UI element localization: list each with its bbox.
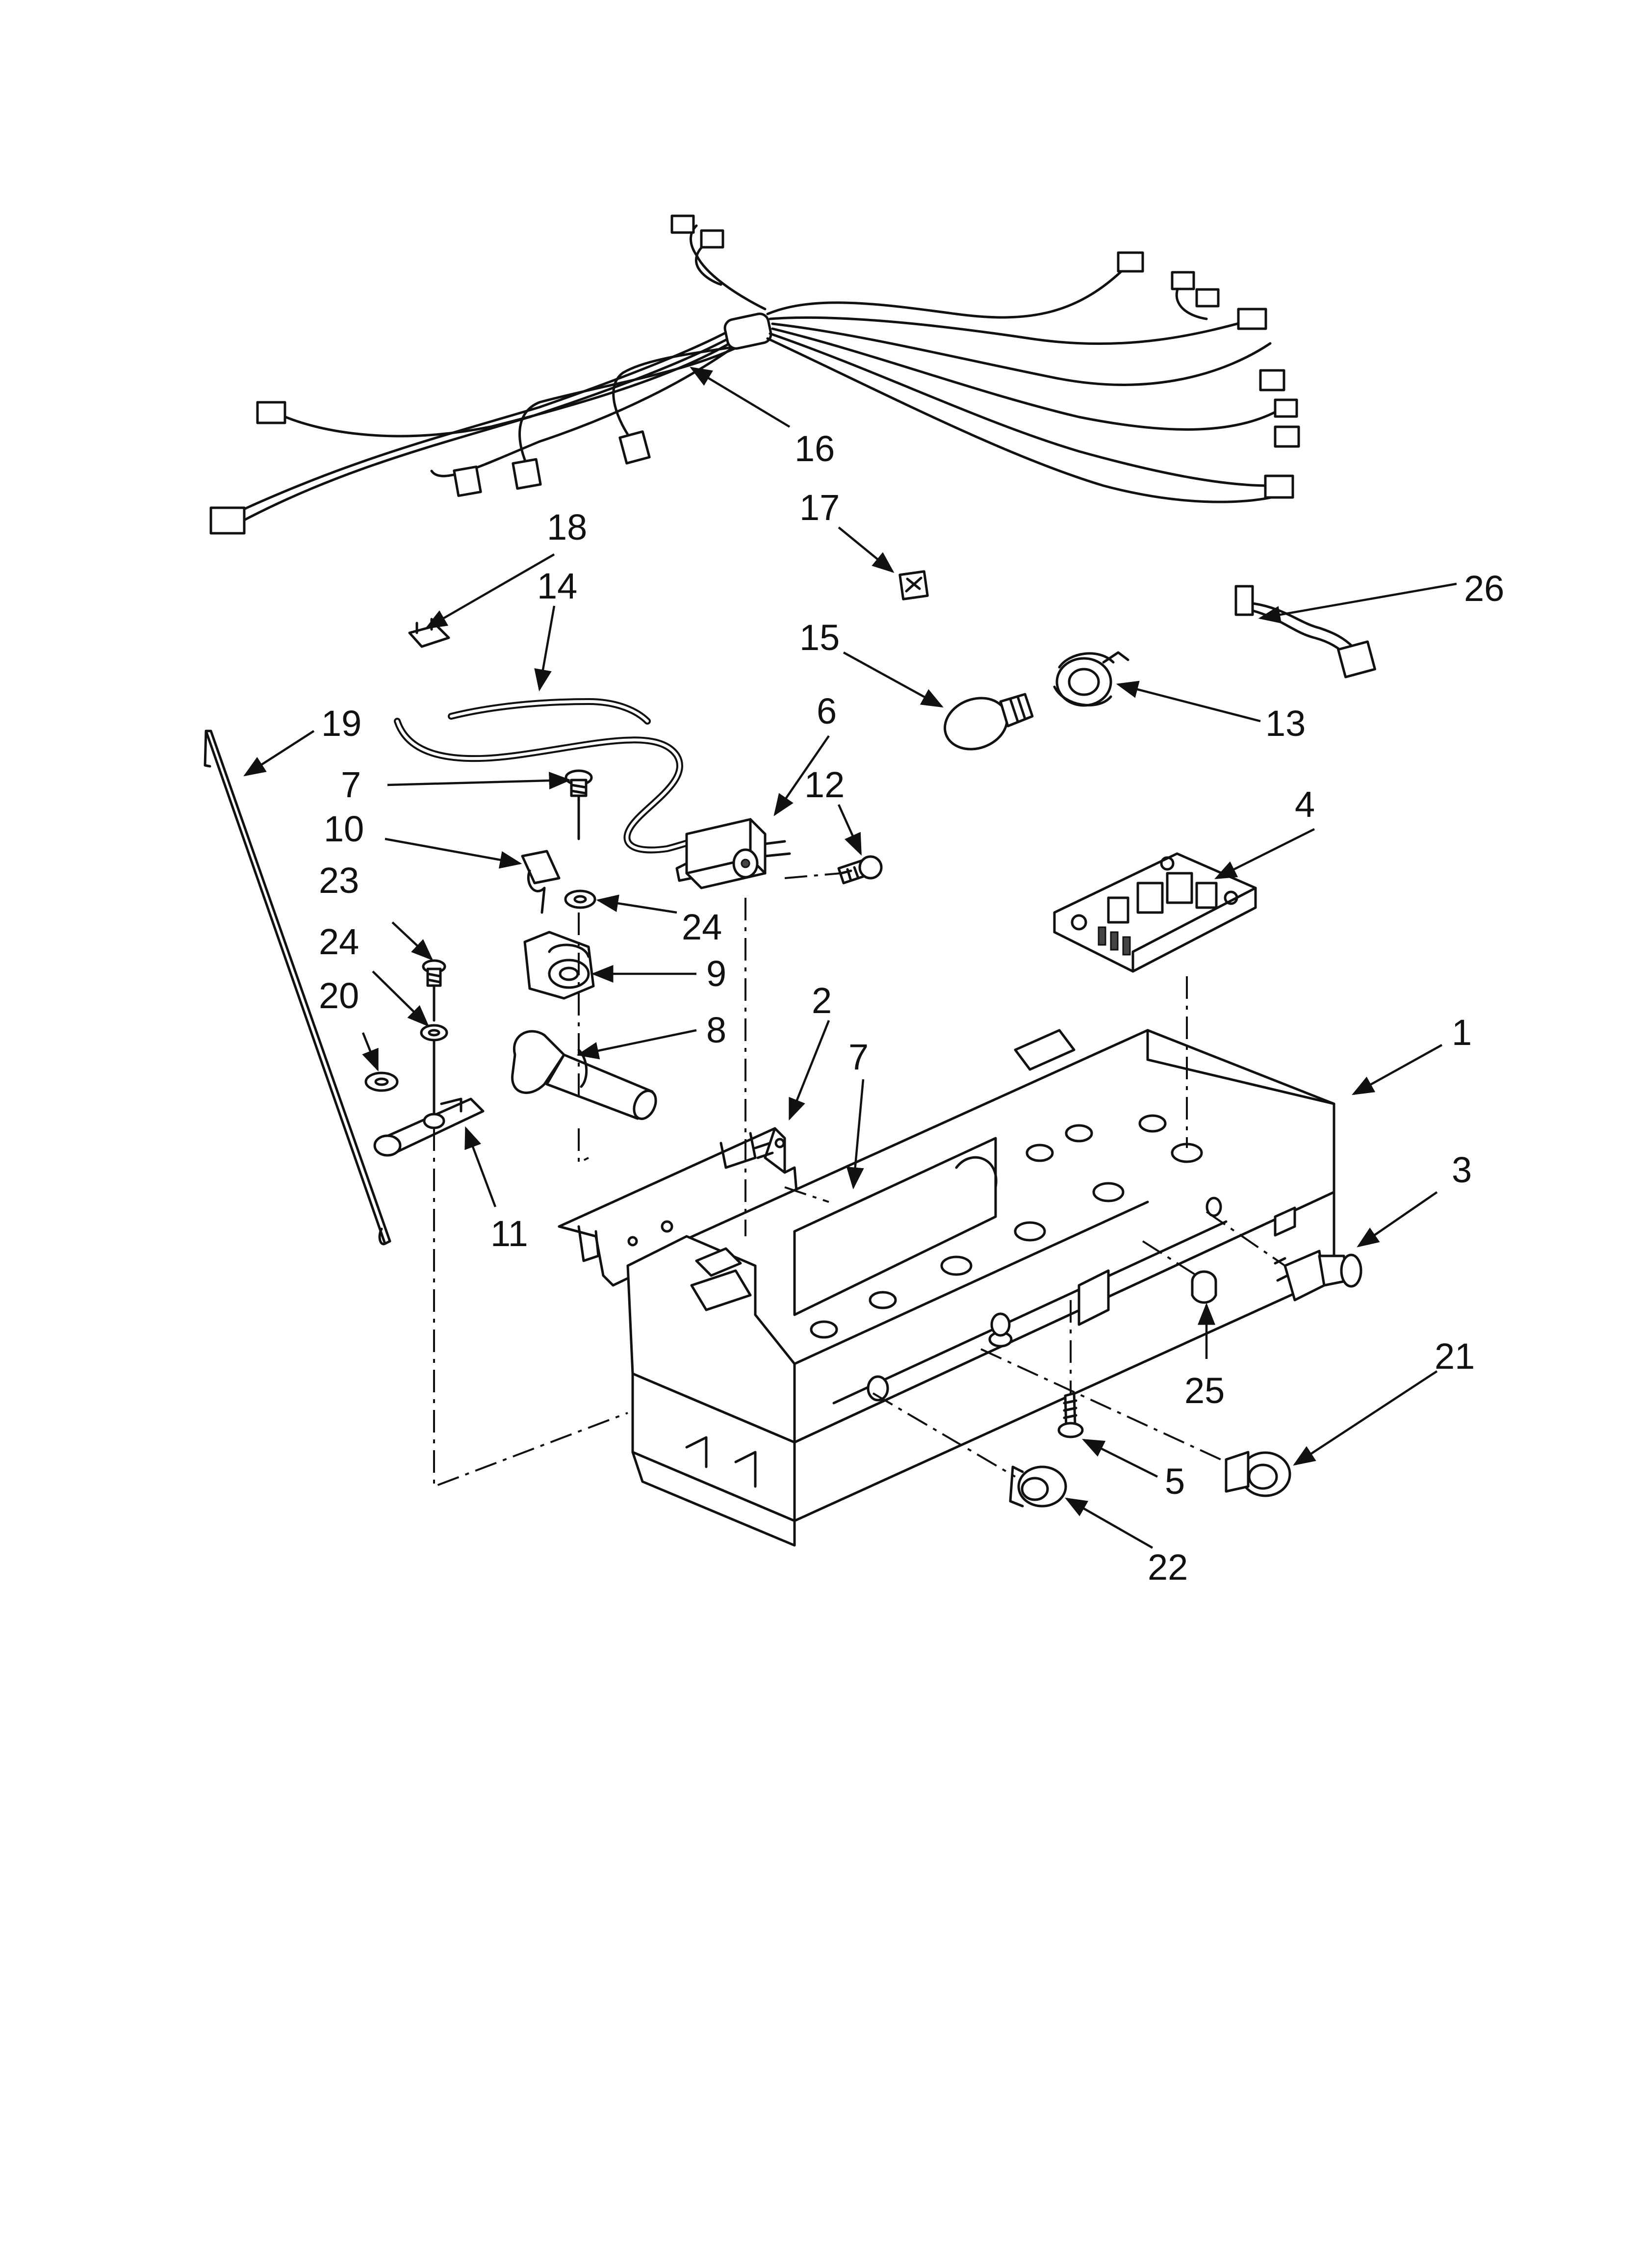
callout-6: 6 [817,691,837,731]
control-board-part [1053,852,1257,973]
callout-16: 16 [795,428,835,469]
switch-socket-21-part [1225,1451,1291,1497]
callout-26: 26 [1464,568,1504,609]
tube-clip-part [408,618,450,648]
callout-1: 1 [1452,1012,1472,1053]
lever-arm-part [373,1097,485,1157]
switch-part [675,818,791,889]
callout-3: 3 [1452,1149,1472,1190]
screw-12-part [837,855,883,885]
callout-5: 5 [1165,1461,1185,1502]
grommet-22-part [1009,1465,1067,1508]
callout-4: 4 [1295,784,1315,825]
bracket-9-part [523,931,595,1000]
callout-10: 10 [324,808,364,849]
callout-8: 8 [706,1010,726,1050]
callout-19: 19 [321,703,361,744]
damper-shaft-part [511,1030,657,1120]
callout-11: 11 [490,1213,528,1254]
callout-21: 21 [1435,1336,1475,1377]
screw-5-part [1057,1392,1084,1438]
mounting-bracket-part [558,1127,798,1287]
callout-17: 17 [799,487,840,528]
callout-13: 13 [1265,703,1306,744]
plug-button-part [1191,1270,1217,1304]
callout-7-top: 7 [341,764,361,805]
callout-18: 18 [547,507,587,547]
callout-22: 22 [1148,1547,1188,1588]
callout-25: 25 [1184,1370,1225,1411]
screw-23-part [422,959,446,1022]
pigtail-harness-part [1234,585,1376,678]
light-bulb-part [944,693,1034,751]
callout-20: 20 [319,975,359,1016]
control-rod-part [204,730,391,1246]
door-switch-part [1274,1250,1362,1302]
control-housing-part [626,1029,1335,1547]
callout-14: 14 [537,566,577,606]
washer-24-upper-part [564,889,596,909]
screw-7-top-part [564,769,593,840]
washer-24-lower-part [420,1024,448,1125]
light-socket-part [1053,651,1129,707]
callout-12: 12 [804,764,845,805]
spring-clip-part [521,850,561,914]
callout-9: 9 [706,953,726,994]
callout-7-middle: 7 [848,1037,869,1077]
callout-23: 23 [319,860,359,901]
callout-15: 15 [799,617,840,658]
callout-labels: 1 2 3 4 5 6 7 7 8 9 10 11 12 13 14 15 16… [319,428,1504,1588]
leader-lines [243,366,1457,1549]
tube-part [394,698,710,854]
wire-harness-part [209,214,1300,535]
callout-2: 2 [812,980,832,1021]
washer-20-part [364,1071,399,1092]
callout-24-lower: 24 [319,921,359,962]
clip-part [898,570,929,600]
assembly-lines [433,872,1286,1488]
callout-24-upper: 24 [682,907,722,947]
